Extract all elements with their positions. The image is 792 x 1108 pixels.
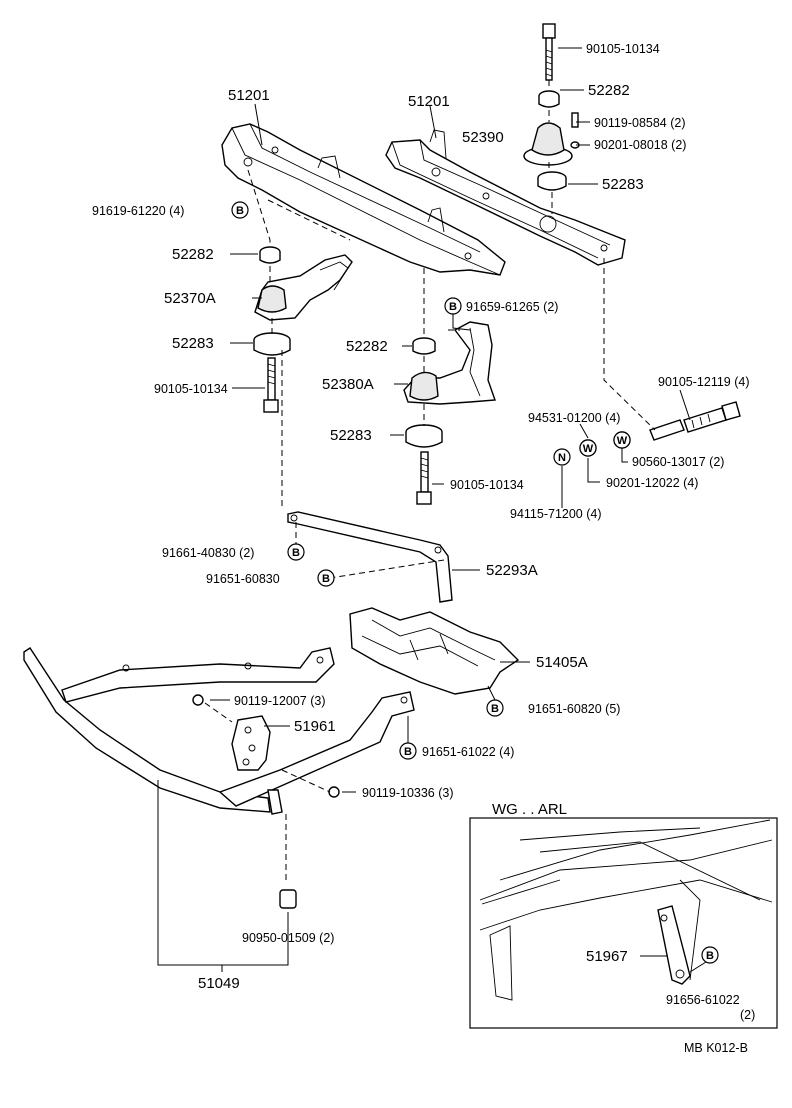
- label-52390: 52390: [462, 129, 504, 146]
- label-91651-60820: 91651-60820 (5): [528, 702, 620, 716]
- badge-b-91656: B: [701, 946, 719, 964]
- badge-b-91619: B: [231, 201, 249, 219]
- label-52282-top: 52282: [588, 82, 630, 99]
- label-52283-left: 52283: [172, 335, 214, 352]
- badge-b-91651-61022: B: [399, 742, 417, 760]
- svg-text:B: B: [322, 573, 330, 585]
- label-90105-10134-left: 90105-10134: [154, 382, 228, 396]
- label-52380A: 52380A: [322, 376, 374, 393]
- assembly-lines: [204, 80, 656, 884]
- badge-b-91661: B: [287, 543, 305, 561]
- label-90201-08018: 90201-08018 (2): [594, 138, 686, 152]
- bolt-top: [542, 23, 556, 81]
- crossmember-right: [385, 129, 626, 266]
- cushion-52283-left: [253, 332, 291, 356]
- label-91651-60830: 91651-60830: [206, 572, 280, 586]
- label-91651-61022: 91651-61022 (4): [422, 745, 514, 759]
- label-52370A: 52370A: [164, 290, 216, 307]
- label-91656-qty: (2): [740, 1008, 755, 1022]
- stay-52293A: [287, 511, 453, 603]
- inset-labels: WG . . ARL 51967 91656-61022 (2): [492, 801, 755, 1022]
- label-52283-mid: 52283: [330, 427, 372, 444]
- bracket-52380A: [403, 321, 496, 405]
- bracket-52370A: [254, 254, 353, 321]
- cushion-52283-mid: [405, 424, 443, 448]
- label-91656-61022: 91656-61022: [666, 993, 740, 1007]
- svg-text:B: B: [449, 301, 457, 313]
- svg-text:W: W: [583, 443, 594, 455]
- bolt-mid: [416, 451, 432, 505]
- badge-n-94115: N: [553, 448, 571, 466]
- label-90119-10336: 90119-10336 (3): [362, 786, 454, 800]
- inset-panel: [469, 817, 778, 1029]
- label-90950-01509: 90950-01509 (2): [242, 931, 334, 945]
- diagram-code: MB K012-B: [684, 1041, 748, 1055]
- label-52293A: 52293A: [486, 562, 538, 579]
- label-90560-13017: 90560-13017 (2): [632, 455, 724, 469]
- callout-labels: 51201 51201 90105-10134 52282 90119-0858…: [92, 42, 750, 992]
- svg-text:B: B: [706, 950, 714, 962]
- label-51201-left: 51201: [228, 87, 270, 104]
- label-51049: 51049: [198, 975, 240, 992]
- badge-w-94531: W: [579, 439, 597, 457]
- svg-text:W: W: [617, 435, 628, 447]
- bracket-51961: [231, 715, 271, 771]
- label-52282-mid: 52282: [346, 338, 388, 355]
- skid-plate-51405A: [349, 607, 520, 695]
- badge-b-91651-60830: B: [317, 569, 335, 587]
- bushing-90950-01509: [279, 889, 297, 909]
- inset-title: WG . . ARL: [492, 801, 567, 818]
- label-90201-12022: 90201-12022 (4): [606, 476, 698, 490]
- crossmember-left: [221, 123, 506, 276]
- cushion-52282-top: [538, 90, 560, 108]
- label-94115-71200: 94115-71200 (4): [510, 507, 602, 521]
- frame-51049: [23, 647, 415, 815]
- label-51201-right: 51201: [408, 93, 450, 110]
- badge-w-90201: W: [613, 431, 631, 449]
- label-90105-12119: 90105-12119 (4): [658, 375, 750, 389]
- bolt-90119-10336: [328, 786, 340, 798]
- label-90119-12007: 90119-12007 (3): [234, 694, 326, 708]
- bolt-left: [263, 357, 279, 413]
- label-52282-left: 52282: [172, 246, 214, 263]
- label-51405A: 51405A: [536, 654, 588, 671]
- label-91619-61220: 91619-61220 (4): [92, 204, 184, 218]
- label-90119-08584: 90119-08584 (2): [594, 116, 686, 130]
- badge-b-91659: B: [444, 297, 462, 315]
- label-52283-top: 52283: [602, 176, 644, 193]
- bolt-90105-12119: [649, 401, 741, 441]
- svg-text:B: B: [404, 746, 412, 758]
- label-91661-40830: 91661-40830 (2): [162, 546, 254, 560]
- bolt-90119-12007: [192, 694, 204, 706]
- cushion-52282-left: [259, 246, 281, 264]
- label-90105-10134-top: 90105-10134: [586, 42, 660, 56]
- svg-text:B: B: [236, 205, 244, 217]
- svg-text:B: B: [292, 547, 300, 559]
- label-51967: 51967: [586, 948, 628, 965]
- cushion-52282-mid: [412, 337, 436, 355]
- svg-text:N: N: [558, 452, 566, 464]
- mount-52390: [523, 112, 580, 166]
- badge-b-91651-60820: B: [486, 699, 504, 717]
- cushion-52283-top: [537, 171, 567, 191]
- label-91659-61265: 91659-61265 (2): [466, 300, 558, 314]
- label-51961: 51961: [294, 718, 336, 735]
- label-94531-01200: 94531-01200 (4): [528, 411, 620, 425]
- svg-text:B: B: [491, 703, 499, 715]
- leader-lines: [157, 47, 691, 972]
- label-90105-10134-mid: 90105-10134: [450, 478, 524, 492]
